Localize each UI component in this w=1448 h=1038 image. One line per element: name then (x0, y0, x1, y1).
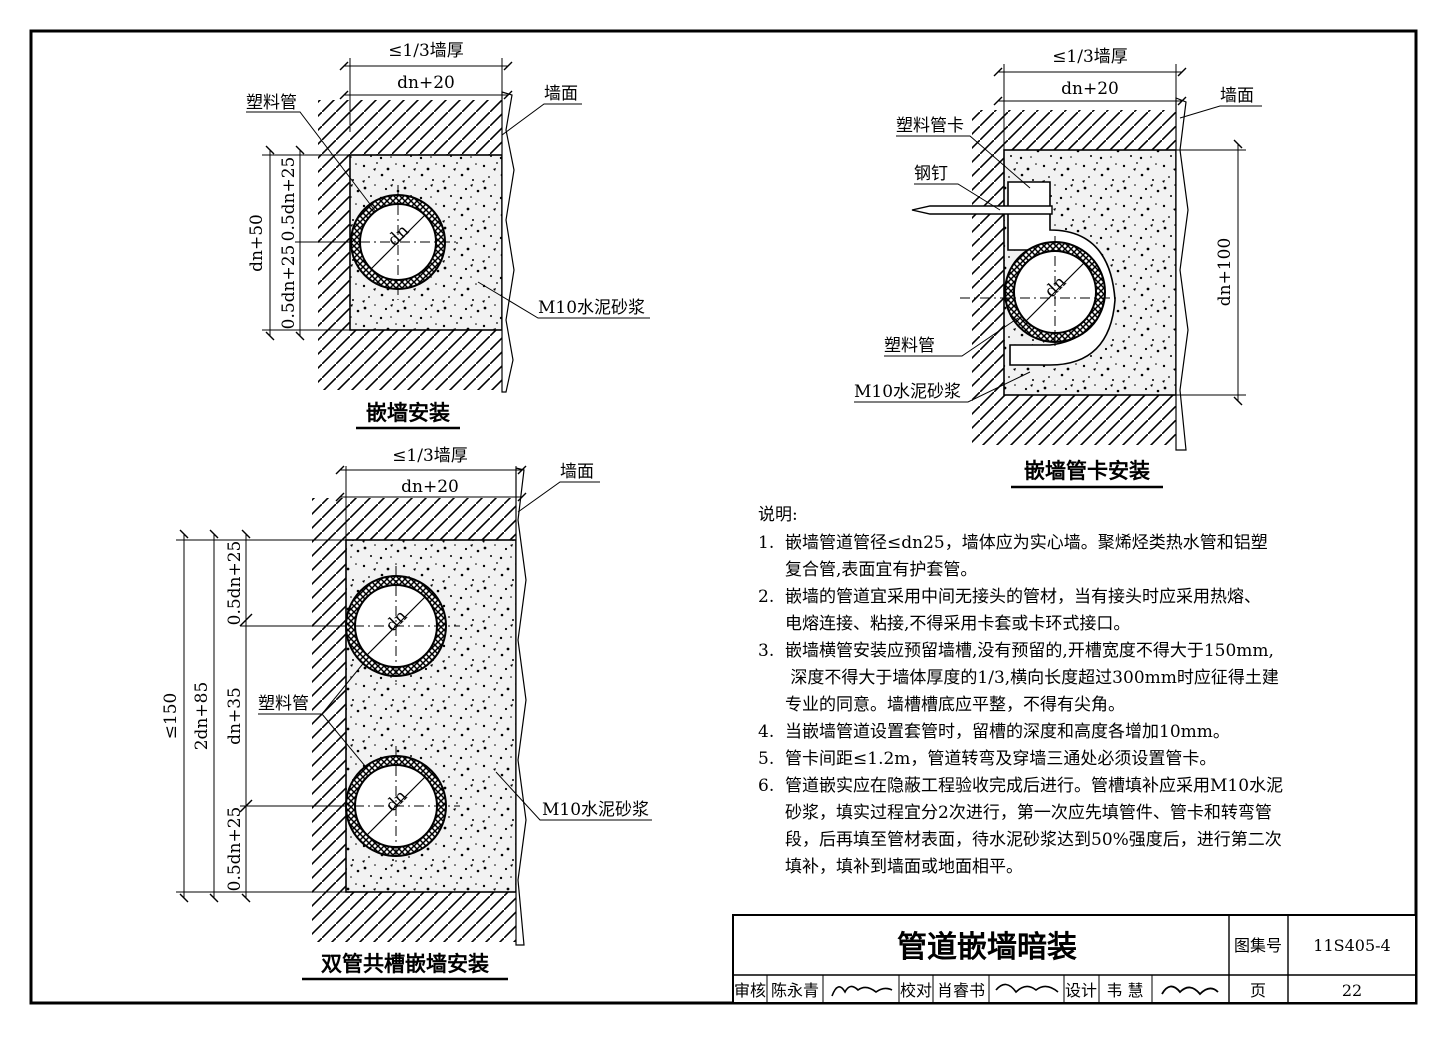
pipe-label: 塑料管 (258, 694, 309, 714)
dim-total: 2dn+85 (192, 682, 212, 751)
drawing-title-main: 管道嵌墙暗装 (897, 930, 1077, 965)
wall-hatch (972, 395, 1176, 445)
mortar-label: M10水泥砂浆 (854, 382, 961, 402)
note-line: 填补，填补到墙面或地面相平。 (758, 857, 1023, 877)
page-label: 页 (1250, 981, 1266, 1000)
designer-signature (1161, 985, 1219, 996)
dim-overall: ≤150 (161, 693, 181, 740)
drawing-title: 嵌墙安装 (366, 401, 450, 425)
dim-upper: 0.5dn+25 (279, 157, 299, 242)
note-line: 复合管,表面宜有护套管。 (758, 560, 977, 580)
wall-hatch (312, 892, 516, 942)
drawing-title: 嵌墙管卡安装 (1024, 459, 1150, 483)
wall-face-line (501, 91, 515, 393)
wall-label: 墙面 (560, 462, 594, 482)
reviewer-signature (831, 985, 893, 997)
clip-label: 塑料管卡 (896, 116, 964, 136)
review-label: 审核 (734, 981, 766, 1000)
wall-hatch (312, 498, 516, 540)
dim-top-label: ≤1/3墙厚 (1052, 47, 1128, 67)
notes-block: 说明: 1. 嵌墙管道管径≤dn25，墙体应为实心墙。聚烯烃类热水管和铝塑 复合… (758, 505, 1283, 877)
dim-top-label: ≤1/3墙厚 (392, 446, 468, 466)
dim-width-label: dn+20 (401, 477, 459, 497)
drawing-title: 双管共槽嵌墙安装 (321, 952, 489, 976)
note-line: 3. 嵌墙横管安装应预留墙槽,没有预留的,开槽宽度不得大于150mm, (758, 641, 1274, 661)
wall-face-line (1175, 97, 1189, 451)
note-line: 专业的同意。墙槽槽底应平整，不得有尖角。 (758, 695, 1125, 715)
steel-nail (911, 205, 1053, 215)
page-number: 22 (1342, 981, 1362, 1000)
wall-label: 墙面 (1220, 86, 1254, 106)
wall-hatch (972, 150, 1004, 395)
atlas-label: 图集号 (1234, 936, 1282, 955)
note-line: 1. 嵌墙管道管径≤dn25，墙体应为实心墙。聚烯烃类热水管和铝塑 (758, 533, 1268, 553)
note-line: 电熔连接、粘接,不得采用卡套或卡环式接口。 (758, 614, 1130, 634)
dim-upper: 0.5dn+25 (225, 541, 245, 626)
designer-name: 韦 慧 (1106, 981, 1143, 1000)
wall-label: 墙面 (544, 84, 578, 104)
dim-total-height: dn+50 (247, 214, 267, 272)
dim-lower: 0.5dn+25 (225, 807, 245, 892)
single-pipe-drawing: dn ≤1/3墙厚 dn+20 dn+50 0.5dn+25 0.5dn+25 … (246, 41, 650, 430)
note-line: 砂浆，填实过程宜分2次进行，第一次应先填管件、管卡和转弯管 (758, 803, 1272, 823)
note-line: 5. 管卡间距≤1.2m，管道转弯及穿墙三通处必须设置管卡。 (758, 749, 1216, 769)
wall-hatch (318, 100, 502, 155)
dim-height-label: dn+100 (1215, 238, 1235, 307)
pipe-label: 塑料管 (884, 336, 935, 356)
dim-width-label: dn+20 (397, 73, 455, 93)
dim-top-label: ≤1/3墙厚 (388, 41, 464, 61)
wall-face-line (515, 467, 527, 946)
check-label: 校对 (900, 981, 932, 1000)
note-line: 4. 当嵌墙管道设置套管时，留槽的深度和高度各增加10mm。 (758, 722, 1230, 742)
dim-lower: 0.5dn+25 (279, 245, 299, 330)
checker-name: 肖睿书 (937, 981, 985, 1000)
note-line: 段，后再填至管材表面，待水泥砂浆达到50%强度后，进行第二次 (758, 830, 1282, 850)
note-line: 深度不得大于墙体厚度的1/3,横向长度超过300mm时应征得土建 (758, 668, 1279, 688)
atlas-number: 11S405-4 (1313, 936, 1390, 955)
note-line: 6. 管道嵌实应在隐蔽工程验收完成后进行。管槽填补应采用M10水泥 (758, 776, 1283, 796)
reviewer-name: 陈永青 (771, 981, 819, 1000)
wall-hatch (972, 110, 1176, 150)
mortar-label: M10水泥砂浆 (538, 298, 645, 318)
note-line: 2. 嵌墙的管道宜采用中间无接头的管材，当有接头时应采用热熔、 (758, 587, 1261, 607)
wall-hatch (312, 540, 346, 892)
notes-heading: 说明: (758, 505, 798, 525)
nail-label: 钢钉 (914, 164, 948, 184)
checker-signature (995, 983, 1059, 994)
title-block: 管道嵌墙暗装 图集号 11S405-4 页 22 审核 陈永青 校对 肖睿书 设… (732, 914, 1417, 1004)
wall-hatch (318, 330, 502, 390)
clip-drawing: dn ≤1/3墙厚 dn+20 dn+100 塑料管卡 钢钉 墙面 塑料管 M1… (854, 47, 1262, 489)
double-pipe-drawing: dn dn ≤1/3墙厚 dn+20 ≤150 2dn+85 0.5dn+25 … (161, 446, 652, 981)
mortar-label: M10水泥砂浆 (542, 800, 649, 820)
dim-width-label: dn+20 (1061, 79, 1119, 99)
dim-middle: dn+35 (225, 687, 245, 745)
design-label: 设计 (1065, 981, 1097, 1000)
pipe-label: 塑料管 (246, 93, 297, 113)
